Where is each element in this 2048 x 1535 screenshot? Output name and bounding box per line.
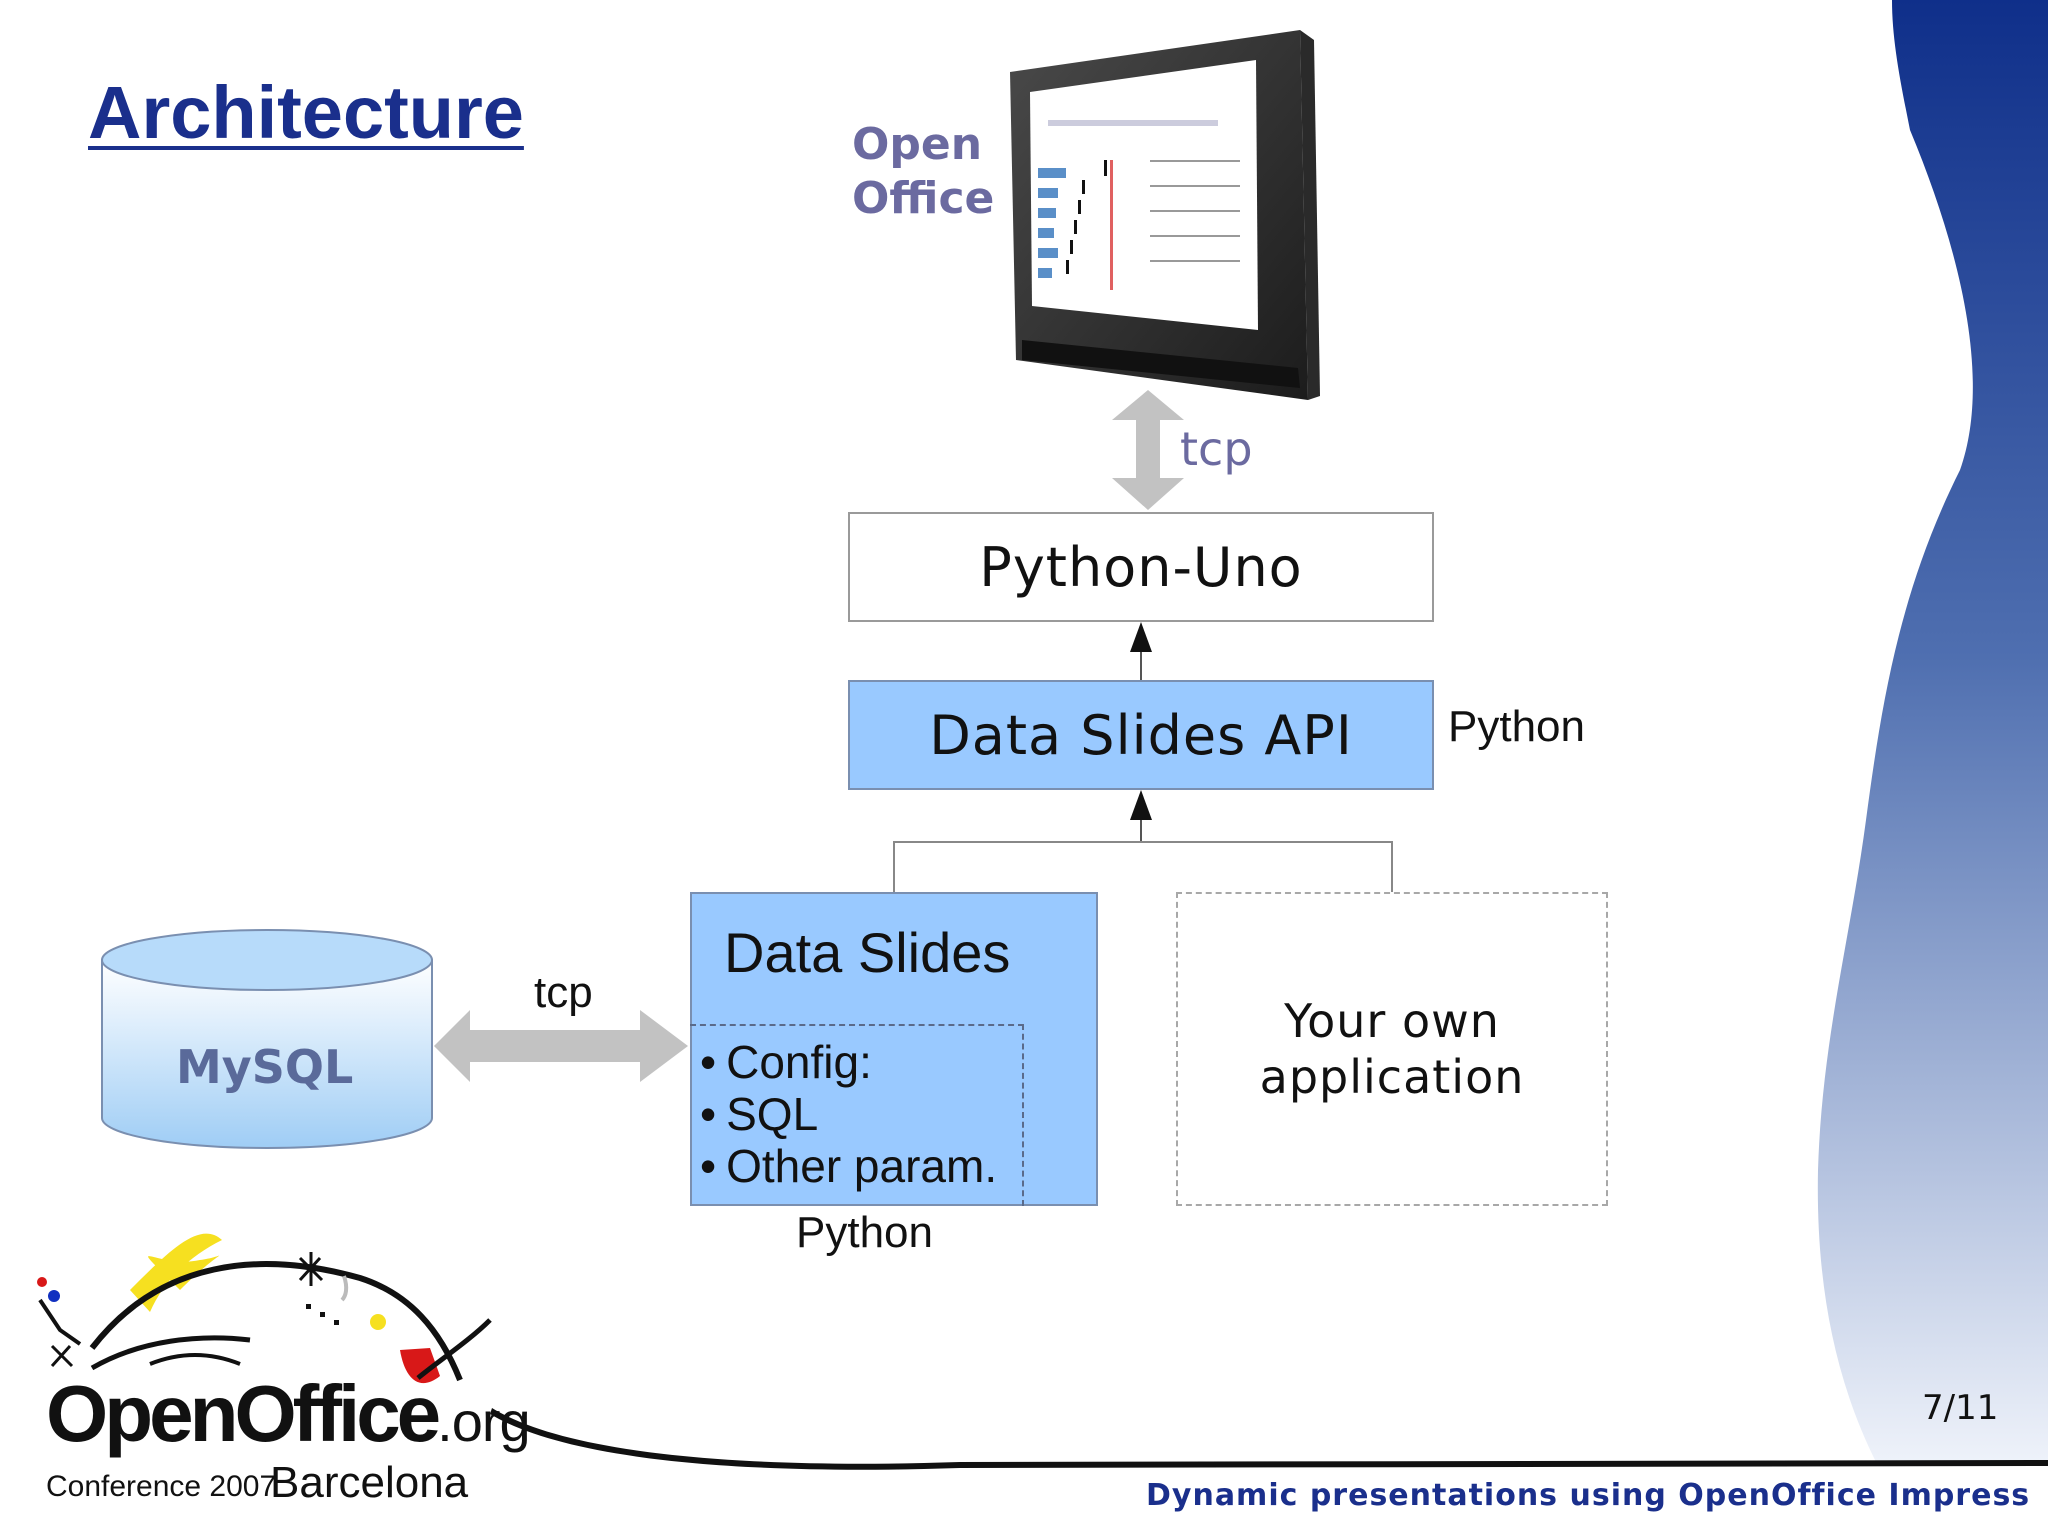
own-app-line2: application	[1259, 1050, 1525, 1104]
openoffice-label-line2: Office	[852, 173, 995, 224]
python-uno-label: Python-Uno	[979, 535, 1303, 599]
config-item: SQL	[700, 1088, 997, 1140]
tcp-label-top: tcp	[1180, 422, 1253, 476]
openoffice-label-line1: Open	[852, 119, 983, 170]
slide-title: Architecture	[88, 71, 524, 154]
tcp-vertical-arrow	[1112, 390, 1184, 510]
footer-title: Dynamic presentations using OpenOffice I…	[1146, 1478, 2031, 1513]
tcp-label-left: tcp	[534, 968, 593, 1017]
data-slides-label: Data Slides	[724, 921, 1011, 984]
mysql-label: MySQL	[176, 1040, 354, 1094]
openoffice-logo-wordmark: OpenOffice.org	[46, 1374, 531, 1454]
python-label-right: Python	[1448, 702, 1585, 751]
own-app-line1: Your own	[1284, 994, 1500, 1048]
logo-word-org: .org	[437, 1390, 530, 1453]
monitor-image	[1010, 30, 1320, 400]
mysql-cylinder	[101, 929, 433, 1149]
connector-branch	[893, 841, 1393, 892]
page-number: 7/11	[1922, 1388, 1999, 1428]
own-application-box: Your own application	[1176, 892, 1608, 1206]
config-list: Config: SQL Other param.	[700, 1036, 997, 1192]
side-band	[1817, 0, 2048, 1462]
footer-line	[490, 1408, 2048, 1470]
data-slides-api-label: Data Slides API	[929, 703, 1353, 767]
conference-label: Conference 2007	[46, 1470, 277, 1503]
arrow-up-to-api	[1130, 790, 1152, 820]
logo-word-open: OpenOffice	[46, 1369, 441, 1458]
city-label: Barcelona	[270, 1458, 469, 1507]
arrow-up-to-uno	[1130, 622, 1152, 652]
conference-logo-art	[37, 1233, 492, 1384]
data-slides-api-box: Data Slides API	[848, 680, 1434, 790]
config-item: Other param.	[700, 1140, 997, 1192]
config-item: Config:	[700, 1036, 997, 1088]
config-subbox	[690, 1024, 1024, 1206]
python-label-bottom: Python	[796, 1208, 933, 1257]
openoffice-label: Open Office	[852, 118, 994, 226]
python-uno-box: Python-Uno	[848, 512, 1434, 622]
tcp-horizontal-arrow	[434, 1010, 688, 1082]
